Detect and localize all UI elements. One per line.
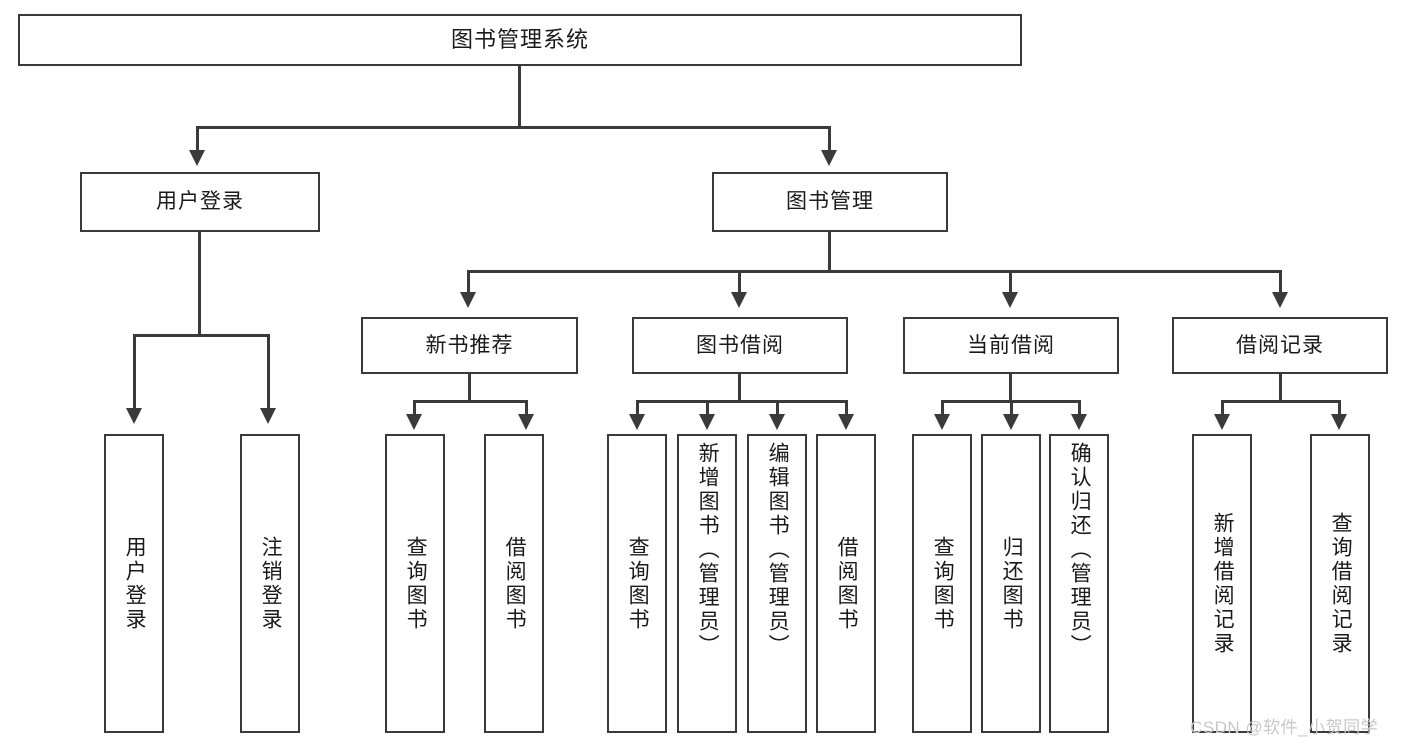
connector-bb-stem (738, 374, 741, 402)
connector-cb-drop-2 (1010, 400, 1013, 414)
leaf-cb-query-book[interactable]: 查询图书 (912, 434, 972, 733)
arrow-bm-to-new-book (460, 292, 476, 308)
connector-user-login-drop-2 (267, 334, 270, 408)
arrow-root-to-book-manage (821, 150, 837, 166)
csdn-watermark: CSDN @软件_小贺同学 (1190, 718, 1379, 737)
arrow-br-leaf-1 (1214, 414, 1230, 430)
leaf-br-add-record[interactable]: 新增借阅记录 (1192, 434, 1252, 733)
arrow-cb-leaf-1 (934, 414, 950, 430)
leaf-bb-query-book[interactable]: 查询图书 (607, 434, 667, 733)
node-label: 查询图书 (626, 535, 650, 632)
connector-bb-drop-1 (636, 400, 639, 414)
node-label: 借阅图书 (835, 535, 859, 632)
arrow-bb-leaf-3 (769, 414, 785, 430)
node-root-system[interactable]: 图书管理系统 (18, 14, 1022, 66)
arrow-user-login-leaf-1 (126, 408, 142, 424)
node-new-book-recommend[interactable]: 新书推荐 (361, 317, 578, 374)
node-label: 查询图书 (931, 535, 955, 632)
connector-root-to-user-login (196, 126, 199, 150)
connector-br-drop-1 (1221, 400, 1224, 414)
arrow-bm-to-borrow-record (1272, 292, 1288, 308)
connector-bm-drop-3 (1009, 270, 1012, 292)
node-label: 归还图书 (1000, 535, 1024, 632)
leaf-logout[interactable]: 注销登录 (240, 434, 300, 733)
connector-bm-drop-2 (738, 270, 741, 292)
connector-nbr-bus (413, 400, 528, 403)
connector-user-login-drop-1 (133, 334, 136, 408)
node-label: 用户登录 (123, 535, 147, 632)
connector-root-bus (196, 126, 831, 129)
leaf-bb-edit-book-admin[interactable]: 编辑图书（管理员） (747, 434, 807, 733)
arrow-root-to-user-login (189, 150, 205, 166)
node-label: 查询图书 (404, 535, 428, 632)
node-label: 编辑图书（管理员） (766, 442, 790, 658)
connector-root-stem (518, 66, 521, 128)
arrow-bb-leaf-1 (629, 414, 645, 430)
arrow-cb-leaf-3 (1071, 414, 1087, 430)
connector-nbr-stem (468, 374, 471, 402)
connector-bb-bus (636, 400, 848, 403)
connector-br-drop-2 (1338, 400, 1341, 414)
connector-cb-drop-1 (941, 400, 944, 414)
node-book-management[interactable]: 图书管理 (712, 172, 948, 232)
node-label: 当前借阅 (967, 333, 1055, 357)
node-label: 查询借阅记录 (1329, 511, 1353, 656)
leaf-nbr-borrow-book[interactable]: 借阅图书 (484, 434, 544, 733)
connector-root-to-book-manage (828, 126, 831, 150)
leaf-nbr-query-book[interactable]: 查询图书 (385, 434, 445, 733)
arrow-bm-to-book-borrow (731, 292, 747, 308)
connector-nbr-drop-2 (525, 400, 528, 414)
leaf-user-login[interactable]: 用户登录 (104, 434, 164, 733)
connector-book-manage-bus (467, 270, 1279, 273)
connector-cb-drop-3 (1078, 400, 1081, 414)
leaf-br-query-record[interactable]: 查询借阅记录 (1310, 434, 1370, 733)
node-label: 图书管理 (786, 190, 874, 214)
connector-nbr-drop-1 (413, 400, 416, 414)
arrow-nbr-leaf-1 (406, 414, 422, 430)
arrow-bb-leaf-2 (699, 414, 715, 430)
arrow-cb-leaf-2 (1003, 414, 1019, 430)
leaf-bb-borrow-book[interactable]: 借阅图书 (816, 434, 876, 733)
connector-br-bus (1221, 400, 1341, 403)
arrow-bm-to-current-borrow (1002, 292, 1018, 308)
arrow-nbr-leaf-2 (518, 414, 534, 430)
connector-br-stem (1279, 374, 1282, 402)
leaf-cb-return-book[interactable]: 归还图书 (981, 434, 1041, 733)
connector-bb-drop-3 (776, 400, 779, 414)
connector-bm-drop-4 (1279, 270, 1282, 292)
node-label: 借阅图书 (503, 535, 527, 632)
arrow-br-leaf-2 (1331, 414, 1347, 430)
node-label: 图书借阅 (696, 333, 784, 357)
connector-bb-drop-2 (706, 400, 709, 414)
node-label: 新增借阅记录 (1211, 511, 1235, 656)
node-borrow-record[interactable]: 借阅记录 (1172, 317, 1388, 374)
node-label: 新书推荐 (425, 333, 514, 357)
connector-user-login-stem (198, 232, 201, 336)
node-label: 注销登录 (259, 535, 283, 632)
node-current-borrow[interactable]: 当前借阅 (903, 317, 1119, 374)
connector-bb-drop-4 (845, 400, 848, 414)
node-label: 新增图书（管理员） (696, 442, 720, 658)
node-user-login[interactable]: 用户登录 (80, 172, 320, 232)
node-label: 确认归还（管理员） (1068, 442, 1092, 658)
node-label: 用户登录 (156, 190, 244, 214)
connector-cb-stem (1009, 374, 1012, 402)
connector-user-login-bus (133, 334, 270, 337)
leaf-bb-add-book-admin[interactable]: 新增图书（管理员） (677, 434, 737, 733)
node-book-borrow[interactable]: 图书借阅 (632, 317, 848, 374)
arrow-user-login-leaf-2 (260, 408, 276, 424)
leaf-cb-confirm-return-admin[interactable]: 确认归还（管理员） (1049, 434, 1109, 733)
node-label: 图书管理系统 (450, 26, 589, 52)
connector-book-manage-stem (828, 232, 831, 272)
connector-bm-drop-1 (467, 270, 470, 292)
node-label: 借阅记录 (1236, 333, 1324, 357)
arrow-bb-leaf-4 (838, 414, 854, 430)
